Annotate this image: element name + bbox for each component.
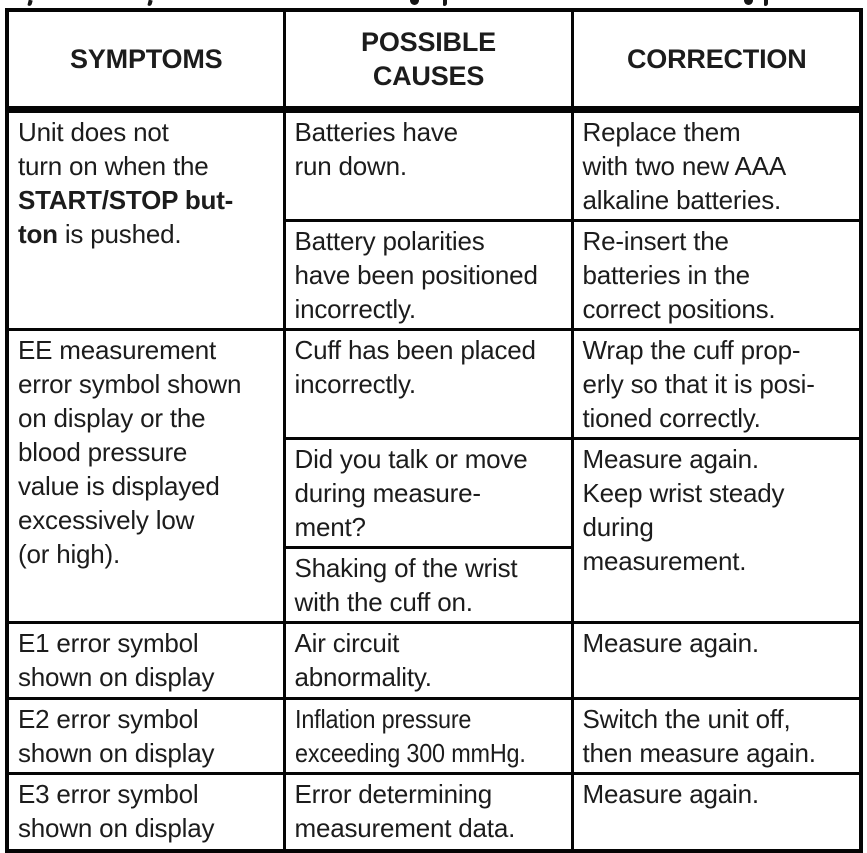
- cause-batteries-run-down: Batteries have run down.: [282, 107, 574, 222]
- column-header-possible-causes: POSSIBLE CAUSES: [282, 8, 574, 113]
- cause-talk-or-move: Did you talk or move during measure- men…: [282, 436, 574, 549]
- descender-fragment: [410, 0, 419, 5]
- cause-error-determining-data: Error determining measurement data.: [282, 771, 574, 853]
- cause-shaking-wrist: Shaking of the wrist with the cuff on.: [282, 545, 574, 624]
- table-row: Battery polarities have been positioned …: [7, 218, 863, 331]
- correction-reinsert-batteries: Re-insert the batteries in the correct p…: [570, 218, 863, 331]
- cause-cuff-placed-incorrectly: Cuff has been placed incorrectly.: [282, 327, 574, 440]
- table-row: E1 error symbol shown on display Air cir…: [5, 620, 863, 700]
- correction-measure-again-e3: Measure again.: [570, 771, 863, 853]
- table-row: Shaking of the wrist with the cuff on.: [7, 545, 861, 624]
- correction-measure-again-keep-wrist: Measure again. Keep wrist steady during …: [570, 436, 863, 624]
- table-row: Did you talk or move during measure- men…: [7, 436, 863, 624]
- table-header-row: SYMPTOMS POSSIBLE CAUSES CORRECTION: [5, 8, 863, 113]
- correction-wrap-cuff: Wrap the cuff prop- erly so that it is p…: [570, 327, 863, 440]
- descender-fragment: [443, 0, 447, 6]
- descender-fragment: [147, 0, 153, 7]
- troubleshooting-table: SYMPTOMS POSSIBLE CAUSES CORRECTION Unit…: [5, 8, 863, 853]
- table-row: Unit does not turn on when the START/STO…: [5, 107, 863, 331]
- symptom-ee-error: EE measurement error symbol shown on dis…: [5, 327, 286, 624]
- column-header-correction: CORRECTION: [570, 8, 863, 113]
- symptom-text-bold: START/STOP but- ton: [18, 184, 234, 249]
- symptom-unit-not-turn-on: Unit does not turn on when the START/STO…: [5, 107, 286, 331]
- symptom-text: Unit does not turn on when the: [18, 116, 209, 181]
- descender-fragment: [27, 0, 33, 7]
- table-row: E2 error symbol shown on display Inflati…: [5, 696, 863, 775]
- cause-battery-polarities: Battery polarities have been positioned …: [282, 218, 574, 331]
- correction-measure-again-e1: Measure again.: [570, 620, 863, 700]
- symptom-e1-error: E1 error symbol shown on display: [5, 620, 286, 700]
- descender-fragment: [764, 0, 768, 6]
- correction-switch-off-measure-again: Switch the unit off, then measure again.: [570, 696, 863, 775]
- symptom-text: is pushed.: [57, 218, 182, 249]
- symptom-e3-error: E3 error symbol shown on display: [5, 771, 286, 853]
- cause-air-circuit: Air circuit abnormality.: [282, 620, 574, 700]
- descender-fragment: [744, 0, 753, 5]
- table-row: E3 error symbol shown on display Error d…: [5, 771, 863, 853]
- symptom-e2-error: E2 error symbol shown on display: [5, 696, 286, 775]
- correction-replace-batteries: Replace them with two new AAA alkaline b…: [570, 107, 863, 222]
- column-header-symptoms: SYMPTOMS: [5, 8, 286, 113]
- table-row: EE measurement error symbol shown on dis…: [5, 327, 863, 624]
- cause-inflation-pressure: Inflation pressure exceeding 300 mmHg.: [282, 696, 574, 775]
- cause-inflation-pressure-text: Inflation pressure exceeding 300 mmHg.: [294, 703, 526, 768]
